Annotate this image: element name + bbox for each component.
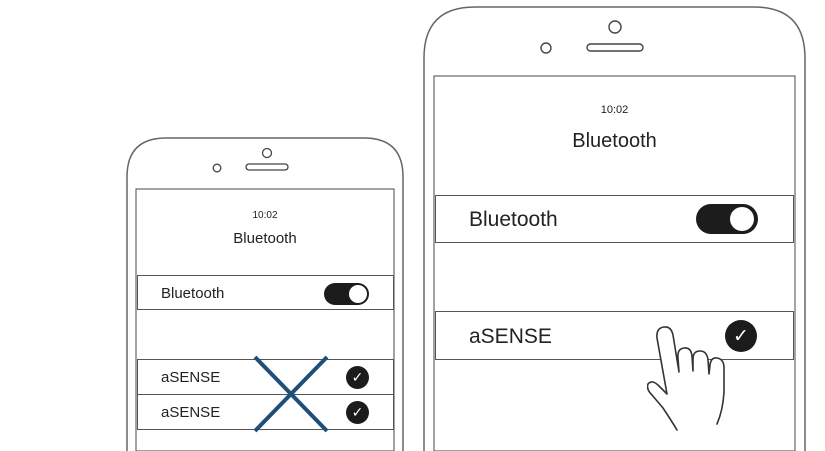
right-device-name-1: aSENSE (469, 325, 552, 348)
left-device-name-1: aSENSE (161, 369, 221, 386)
left-status-time: 10:02 (252, 210, 278, 221)
left-phone-sensor-icon (212, 163, 222, 173)
left-toggle-knob (349, 285, 367, 303)
left-phone: 10:02 Bluetooth Bluetooth aSENSE ✓ aSENS… (126, 137, 404, 451)
right-device-row-1[interactable]: aSENSE ✓ (435, 311, 794, 360)
left-device-name-2: aSENSE (161, 404, 221, 421)
left-phone-camera-icon (261, 147, 273, 159)
tapping-hand-icon (647, 326, 725, 431)
right-screen-title: Bluetooth (572, 130, 657, 152)
right-phone-camera-icon (608, 20, 622, 34)
right-status-time: 10:02 (600, 104, 629, 116)
right-phone: 10:02 Bluetooth Bluetooth aSENSE ✓ (423, 6, 806, 451)
left-device-row-1[interactable]: aSENSE ✓ (137, 359, 394, 395)
left-device-row-2[interactable]: aSENSE ✓ (137, 394, 394, 430)
left-bluetooth-toggle[interactable] (324, 283, 369, 305)
left-bluetooth-row-label: Bluetooth (161, 285, 225, 302)
left-phone-speaker-icon (245, 163, 289, 171)
left-phone-body (126, 137, 404, 451)
right-bluetooth-row: Bluetooth (435, 195, 794, 243)
right-bluetooth-row-label: Bluetooth (469, 208, 558, 231)
right-toggle-knob (730, 207, 754, 231)
left-bluetooth-row: Bluetooth (137, 275, 394, 310)
checkmark-icon: ✓ (725, 320, 757, 352)
right-phone-sensor-icon (540, 42, 552, 54)
left-screen-title: Bluetooth (233, 230, 297, 247)
cross-out-icon (253, 355, 329, 433)
right-bluetooth-toggle[interactable] (696, 204, 758, 234)
checkmark-icon: ✓ (346, 401, 369, 424)
right-phone-speaker-icon (586, 43, 644, 52)
right-phone-body (423, 6, 806, 451)
checkmark-icon: ✓ (346, 366, 369, 389)
